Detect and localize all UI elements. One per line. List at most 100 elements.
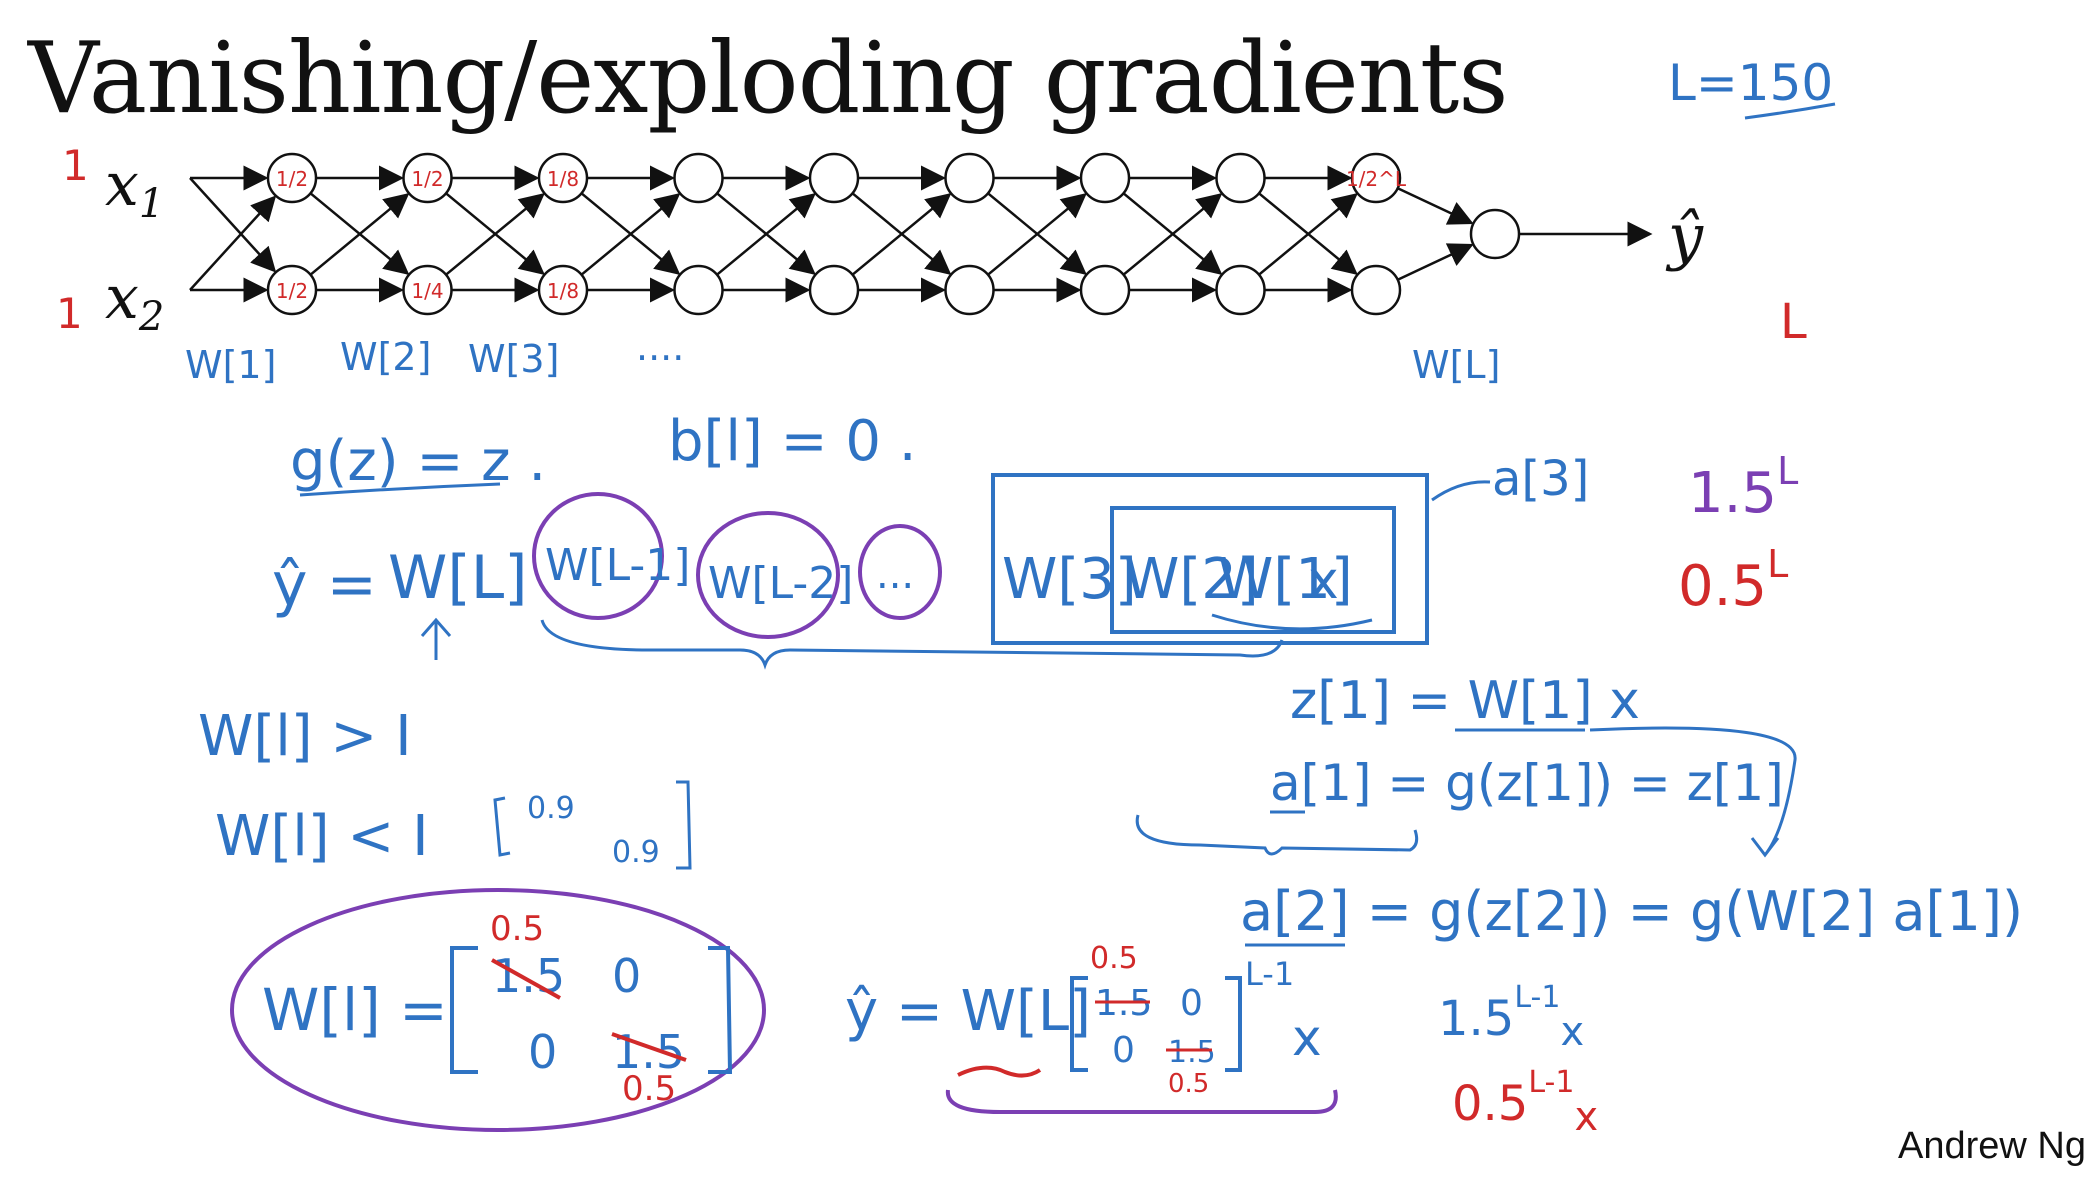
yhat-matrix-a11-corrected: 0.5 [1090,941,1138,976]
box-a3 [991,473,1429,645]
network-nodes [266,152,1521,316]
yhat-matrix-a22: 1.5 [1168,1035,1216,1070]
circle-dots [858,524,942,620]
edge [580,192,681,276]
hidden-node-top-7 [1079,152,1131,204]
node-value-top-1: 1/2 [276,167,308,191]
depth-note-underline [1744,102,1836,120]
author-credit: Andrew Ng [1898,1125,2086,1167]
yhat-matrix-a12: 0 [1180,983,1203,1024]
a1-equation: a[1] = g(z[1]) = z[1] [1270,754,1784,812]
weight-label-w3: W[3] [468,337,559,381]
w-matrix-a11-strike [491,958,561,1000]
hidden-node-bottom-9 [1350,264,1402,316]
arrow-z1-to-a2 [1589,726,1797,858]
weight-label-w2: W[2] [340,335,431,379]
edge [189,195,277,291]
small-matrix-left-bracket [493,796,511,857]
hidden-node-top-4 [673,152,724,204]
decay-l-minus-1: 0.5L-1x [1452,1065,1598,1140]
edge-to-output [1397,187,1474,225]
hidden-node-bottom-4 [673,264,724,316]
yhat-matrix-x: x [1292,1009,1322,1067]
w-matrix-left-bracket [450,946,478,1074]
a3-label: a[3] [1492,451,1589,507]
edge [189,177,277,273]
edge [987,192,1087,276]
node-value-top-3: 1/8 [547,167,579,191]
activation-underline [299,482,501,497]
circle-w-L-minus-2 [696,511,840,639]
w-matrix-a22-corrected: 0.5 [622,1069,676,1109]
node-value-top-9: 1/2^L [1346,167,1407,191]
input-x2-value: 1 [56,289,83,338]
w-matrix-a22: 1.5 [612,1025,685,1079]
brace-a1 [1135,814,1419,856]
arrow-up-icon [420,617,452,660]
hidden-node-bottom-5 [808,264,860,316]
z1-equation: z[1] = W[1] x [1290,671,1640,731]
small-matrix-right-bracket [676,780,692,870]
network-edges [189,165,1653,303]
brace-w1x [1211,613,1373,631]
yhat-matrix-left-bracket [1070,976,1088,1072]
w-matrix-a11-corrected: 0.5 [490,909,544,949]
yhat-w-L: W[L] [388,543,528,613]
node-value-bottom-2: 1/4 [411,279,443,303]
yhat-matrix-a22-corrected: 0.5 [1168,1069,1209,1099]
yhat-w-L-1: W[L-1] [545,540,690,591]
w-matrix-a12: 0 [612,949,641,1003]
yhat-matrix-a21: 0 [1112,1030,1135,1071]
yhat-w3: W[3] [1002,547,1137,612]
yhat-eq: ŷ = [272,550,377,620]
decay-base: 0.5L [1678,542,1788,619]
weight-label-w1: W[1] [185,343,276,387]
weight-label-wL: W[L] [1412,343,1500,387]
hidden-node-top-3 [537,152,589,204]
output-y-hat: ŷ [1665,200,1704,273]
slide-title: Vanishing/exploding gradients [28,22,1509,136]
brace-under-yhat-matrix [945,1089,1338,1114]
weight-label-dots: .... [636,325,684,369]
hidden-node-top-8 [1215,152,1266,204]
input-x1-label: x1 [105,150,164,227]
input-x2-label: x2 [105,263,164,340]
hidden-node-bottom-1 [266,264,318,316]
a2-equation: a[2] = g(z[2]) = g(W[2] a[1]) [1240,880,2023,943]
activation-note: g(z) = z . [290,429,546,494]
hidden-node-top-5 [808,152,860,204]
w-greater-identity: W[l] > I [198,704,412,769]
small-matrix-a11: 0.9 [527,791,575,826]
input-x1-value: 1 [62,141,89,190]
yhat-w1: W[1] [1218,547,1353,612]
yhat-wL-underline [957,1065,1042,1078]
edge [851,192,952,276]
bias-note: b[l] = 0 . [668,409,917,474]
w-matrix-right-bracket [708,946,733,1074]
yhat-x: x [1308,551,1339,611]
a3-pointer [1431,480,1491,502]
hidden-node-top-9 [1350,152,1402,204]
edge [309,192,410,276]
hidden-node-top-6 [944,152,995,204]
depth-note: L=150 [1668,54,1833,112]
hidden-node-bottom-2 [402,264,453,316]
w-matrix-a22-strike [611,1032,687,1062]
growth-base: 1.5L [1688,449,1798,526]
w-less-identity: W[l] < I [215,804,429,869]
output-node [1469,208,1521,260]
circle-w-matrix [230,888,766,1132]
yhat-matrix-lhs: ŷ = W[L] [845,979,1091,1044]
node-value-bottom-3: 1/8 [547,279,579,303]
edge-to-output [1397,243,1474,281]
layer-count-L: L [1780,294,1807,350]
edge [1258,192,1358,276]
edge [445,192,545,276]
yhat-matrix-right-bracket [1225,976,1242,1072]
brace-under-product [540,619,1284,670]
small-matrix-a22: 0.9 [612,835,660,870]
